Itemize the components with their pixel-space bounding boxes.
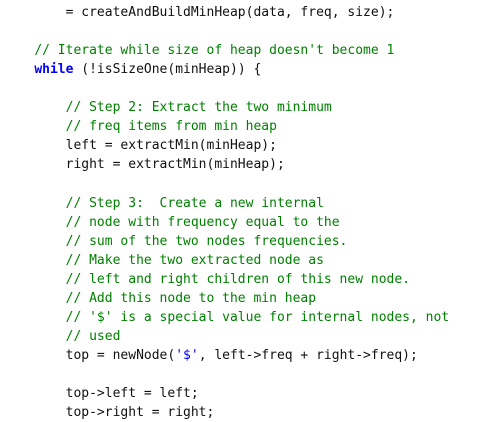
code-line: // sum of the two nodes frequencies. — [3, 233, 348, 251]
code-line: top->right = right; — [3, 404, 215, 422]
code-token-comment: // sum of the two nodes frequencies. — [65, 233, 348, 249]
code-indent — [3, 138, 66, 153]
code-token-comment: // Add this node to the min heap — [65, 290, 317, 306]
code-token-comment: // Step 2: Extract the two minimum — [65, 100, 332, 116]
code-indent — [3, 62, 34, 77]
code-token-comment: // '$' is a special value for internal n… — [65, 309, 450, 325]
code-line: // Make the two extracted node as — [3, 252, 324, 270]
code-token-keyword: while — [34, 62, 74, 78]
code-token-comment: // used — [65, 328, 121, 344]
code-indent — [3, 348, 66, 363]
code-line: right = extractMin(minHeap); — [3, 156, 285, 174]
code-indent — [3, 386, 66, 401]
code-token-comment: // freq items from min heap — [65, 119, 277, 135]
code-indent — [3, 119, 66, 134]
code-line: // Step 3: Create a new internal — [3, 195, 324, 213]
code-indent — [3, 291, 66, 306]
code-line: left = extractMin(minHeap); — [3, 137, 277, 155]
code-token-comment: // node with frequency equal to the — [65, 214, 340, 230]
code-indent — [3, 405, 66, 420]
code-line: // Iterate while size of heap doesn't be… — [3, 42, 394, 60]
code-token-comment: // Step 3: Create a new internal — [65, 195, 324, 211]
code-indent — [3, 157, 66, 172]
code-token-string: '$' — [175, 347, 199, 363]
code-token-plain: = createAndBuildMinHeap(data, freq, size… — [65, 5, 395, 20]
code-indent — [3, 253, 66, 268]
code-line: // '$' is a special value for internal n… — [3, 309, 450, 327]
code-line: while (!isSizeOne(minHeap)) { — [3, 61, 261, 79]
code-indent — [3, 5, 66, 20]
code-indent — [3, 196, 66, 211]
code-token-plain: left = extractMin(minHeap); — [65, 138, 277, 154]
code-indent — [3, 215, 66, 230]
code-indent — [3, 310, 66, 325]
code-line: // used — [3, 328, 121, 346]
code-token-plain: (!isSizeOne(minHeap)) { — [73, 62, 262, 78]
code-token-comment: // Iterate while size of heap doesn't be… — [34, 43, 395, 59]
code-line: // left and right children of this new n… — [3, 271, 410, 289]
code-token-plain: right = extractMin(minHeap); — [65, 157, 285, 173]
code-token-comment: // Make the two extracted node as — [65, 252, 324, 268]
code-indent — [3, 329, 66, 344]
code-token-plain: , left->freq + right->freq); — [198, 347, 418, 363]
code-token-comment: // left and right children of this new n… — [65, 271, 410, 287]
code-indent — [3, 272, 66, 287]
code-token-plain: top = newNode( — [65, 347, 176, 363]
code-token-plain: top->left = left; — [65, 386, 199, 401]
code-indent — [3, 234, 66, 249]
code-indent — [3, 100, 66, 115]
code-line: // Add this node to the min heap — [3, 290, 316, 308]
code-line: // node with frequency equal to the — [3, 214, 340, 232]
code-token-plain: top->right = right; — [65, 405, 215, 421]
code-line: top->left = left; — [3, 385, 199, 403]
code-line: top = newNode('$', left->freq + right->f… — [3, 347, 418, 365]
code-line: // freq items from min heap — [3, 118, 277, 136]
code-indent — [3, 43, 34, 58]
code-line: // Step 2: Extract the two minimum — [3, 99, 332, 117]
code-line: = createAndBuildMinHeap(data, freq, size… — [3, 4, 395, 22]
